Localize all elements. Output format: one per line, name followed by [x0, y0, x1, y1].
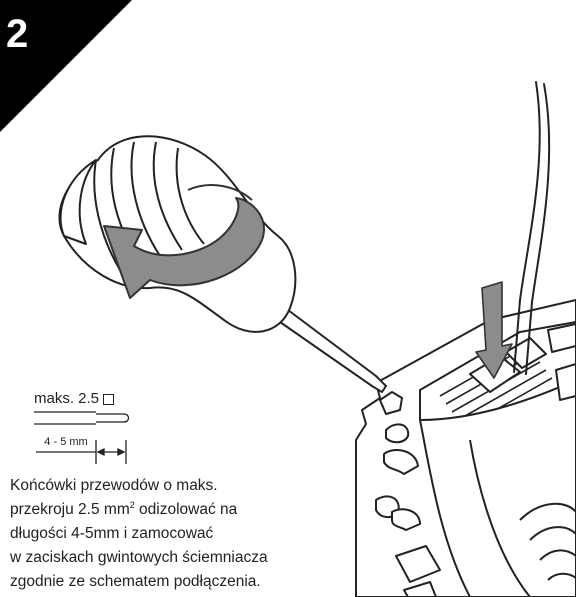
clockwise-rotation-arrow-icon [103, 197, 265, 299]
rotation-arrow-tail [187, 184, 253, 201]
wire-conductor-end [96, 413, 130, 423]
strip-length-label: 4 - 5 mm [44, 436, 88, 448]
instructions-line-5: zgodnie ze schematem podłączenia. [10, 573, 261, 590]
step-badge [0, 0, 132, 132]
dimension-arrowhead-right [117, 447, 126, 457]
instructions-line-4: w zaciskach gwintowych ściemniacza [10, 549, 268, 566]
step-number: 2 [6, 12, 29, 56]
max-cross-section-label: maks. 2.5 [34, 390, 115, 408]
instructions-line-2: przekroju 2.5 mm2 odizolować na [10, 498, 310, 522]
square-mm2-symbol-icon [103, 393, 115, 405]
instructions-line-2-suffix: odizolować na [134, 501, 238, 518]
max-cross-section-text: maks. 2.5 [34, 390, 100, 407]
instructions-line-3: długości 4-5mm i zamocować [10, 525, 214, 542]
instructions-line-1: Końcówki przewodów o maks. [10, 477, 218, 494]
dimmer-terminal-block-icon [355, 299, 576, 597]
insert-down-arrow-icon [475, 281, 513, 379]
strip-length-diagram [34, 411, 130, 464]
dimension-arrowhead-left [96, 447, 105, 457]
instructions-line-2-prefix: przekroju 2.5 mm [10, 501, 130, 518]
stripped-wire-icon [513, 81, 551, 375]
instructions-line-2-sup: 2 [129, 499, 135, 510]
screwdriver-icon [58, 135, 387, 393]
instructions-text: Końcówki przewodów o maks. przekroju 2.5… [10, 474, 310, 594]
